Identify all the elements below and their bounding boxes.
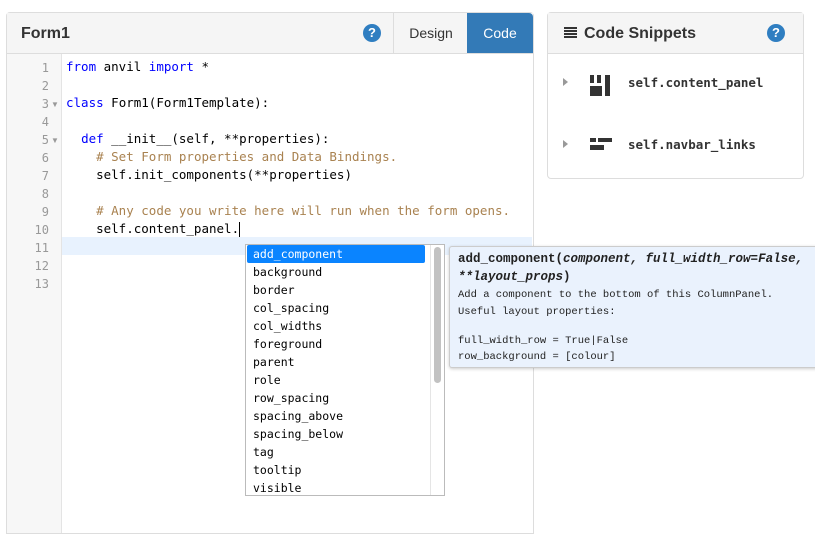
code-token: __init__(self, **properties): <box>103 131 330 146</box>
line-number: 5 <box>41 133 49 147</box>
autocomplete-dropdown[interactable]: add_component background border col_spacing… <box>245 244 445 496</box>
autocomplete-item[interactable]: visible <box>253 481 302 495</box>
line-number: 10 <box>34 223 49 237</box>
fold-arrow-icon[interactable]: ▼ <box>51 136 59 145</box>
expand-icon[interactable] <box>563 78 568 86</box>
signature-line-1: add_component(component, full_width_row=… <box>458 252 804 266</box>
form-title: Form1 <box>21 25 70 42</box>
code-token: anvil <box>96 59 149 74</box>
signature-text: add_component( <box>458 252 564 266</box>
autocomplete-tooltip: add_component(component, full_width_row=… <box>449 246 815 368</box>
fold-arrow-icon[interactable]: ▼ <box>51 100 59 109</box>
tooltip-description: Add a component to the bottom of this Co… <box>458 289 774 301</box>
autocomplete-item[interactable]: border <box>253 283 295 297</box>
signature-line-2: **layout_props) <box>458 270 571 284</box>
code-token: self.init_components(**properties) <box>66 167 352 182</box>
line-number: 13 <box>34 277 49 291</box>
code-token: Form1(Form1Template): <box>103 95 270 110</box>
tab-code[interactable]: Code <box>467 13 533 53</box>
list-icon <box>564 27 577 38</box>
code-token: def <box>81 131 104 146</box>
code-token <box>66 149 96 164</box>
line-number: 4 <box>41 115 49 129</box>
help-icon[interactable]: ? <box>363 24 381 42</box>
snippet-content-panel[interactable]: self.content_panel <box>548 70 803 100</box>
code-line[interactable]: # Set Form properties and Data Bindings. <box>66 148 397 166</box>
code-token <box>66 203 96 218</box>
code-token: from <box>66 59 97 74</box>
code-snippets-panel: Code Snippets ? self.content_panel self.… <box>547 12 804 179</box>
code-token: # Any code you write here will run when … <box>96 203 511 218</box>
line-number: 11 <box>34 241 49 255</box>
tooltip-prop-2: row_background = [colour] <box>458 351 616 363</box>
navbar-icon <box>590 138 612 152</box>
autocomplete-item[interactable]: spacing_below <box>253 427 344 441</box>
text-cursor <box>239 222 241 237</box>
line-number: 7 <box>41 169 49 183</box>
line-number: 6 <box>41 151 49 165</box>
snippets-title: Code Snippets <box>584 25 697 42</box>
code-token: class <box>66 95 104 110</box>
code-line[interactable]: from anvil import * <box>66 58 209 76</box>
autocomplete-item[interactable]: tag <box>253 445 274 459</box>
code-line[interactable]: class Form1(Form1Template): <box>66 94 269 112</box>
editor-header: Form1 ? Design Code <box>7 13 533 54</box>
tab-design[interactable]: Design <box>393 13 468 53</box>
scrollbar-track[interactable] <box>430 245 444 495</box>
line-number: 12 <box>34 259 49 273</box>
code-token <box>66 131 81 146</box>
code-line[interactable]: self.content_panel. <box>66 220 241 238</box>
autocomplete-item[interactable]: tooltip <box>253 463 302 477</box>
snippet-label: self.navbar_links <box>628 137 756 152</box>
code-token: * <box>193 59 210 74</box>
autocomplete-item[interactable]: background <box>253 265 323 279</box>
autocomplete-item[interactable]: parent <box>253 355 295 369</box>
code-token: # Set Form properties and Data Bindings. <box>96 149 398 164</box>
tooltip-description-2: Useful layout properties: <box>458 306 616 318</box>
line-number: 3 <box>41 97 49 111</box>
help-icon[interactable]: ? <box>767 24 785 42</box>
autocomplete-item[interactable]: add_component <box>247 245 425 263</box>
line-number: 9 <box>41 205 49 219</box>
expand-icon[interactable] <box>563 140 568 148</box>
autocomplete-item[interactable]: spacing_above <box>253 409 344 423</box>
line-number: 1 <box>41 61 49 75</box>
code-line[interactable]: def __init__(self, **properties): <box>66 130 329 148</box>
snippet-navbar-links[interactable]: self.navbar_links <box>548 132 803 162</box>
code-line[interactable]: self.init_components(**properties) <box>66 166 352 184</box>
autocomplete-item[interactable]: role <box>253 373 281 387</box>
snippet-label: self.content_panel <box>628 75 764 90</box>
line-number: 8 <box>41 187 49 201</box>
code-line[interactable]: # Any code you write here will run when … <box>66 202 510 220</box>
column-panel-icon <box>590 75 610 97</box>
code-token: self.content_panel. <box>66 221 240 236</box>
tooltip-prop-1: full_width_row = True|False <box>458 335 629 347</box>
snippets-header: Code Snippets ? <box>548 13 803 54</box>
code-token: import <box>148 59 194 74</box>
autocomplete-item[interactable]: col_widths <box>253 319 323 333</box>
autocomplete-item[interactable]: foreground <box>253 337 323 351</box>
autocomplete-item[interactable]: col_spacing <box>253 301 330 315</box>
line-number: 2 <box>41 79 49 93</box>
autocomplete-item[interactable]: row_spacing <box>253 391 330 405</box>
scrollbar-thumb[interactable] <box>434 247 441 383</box>
